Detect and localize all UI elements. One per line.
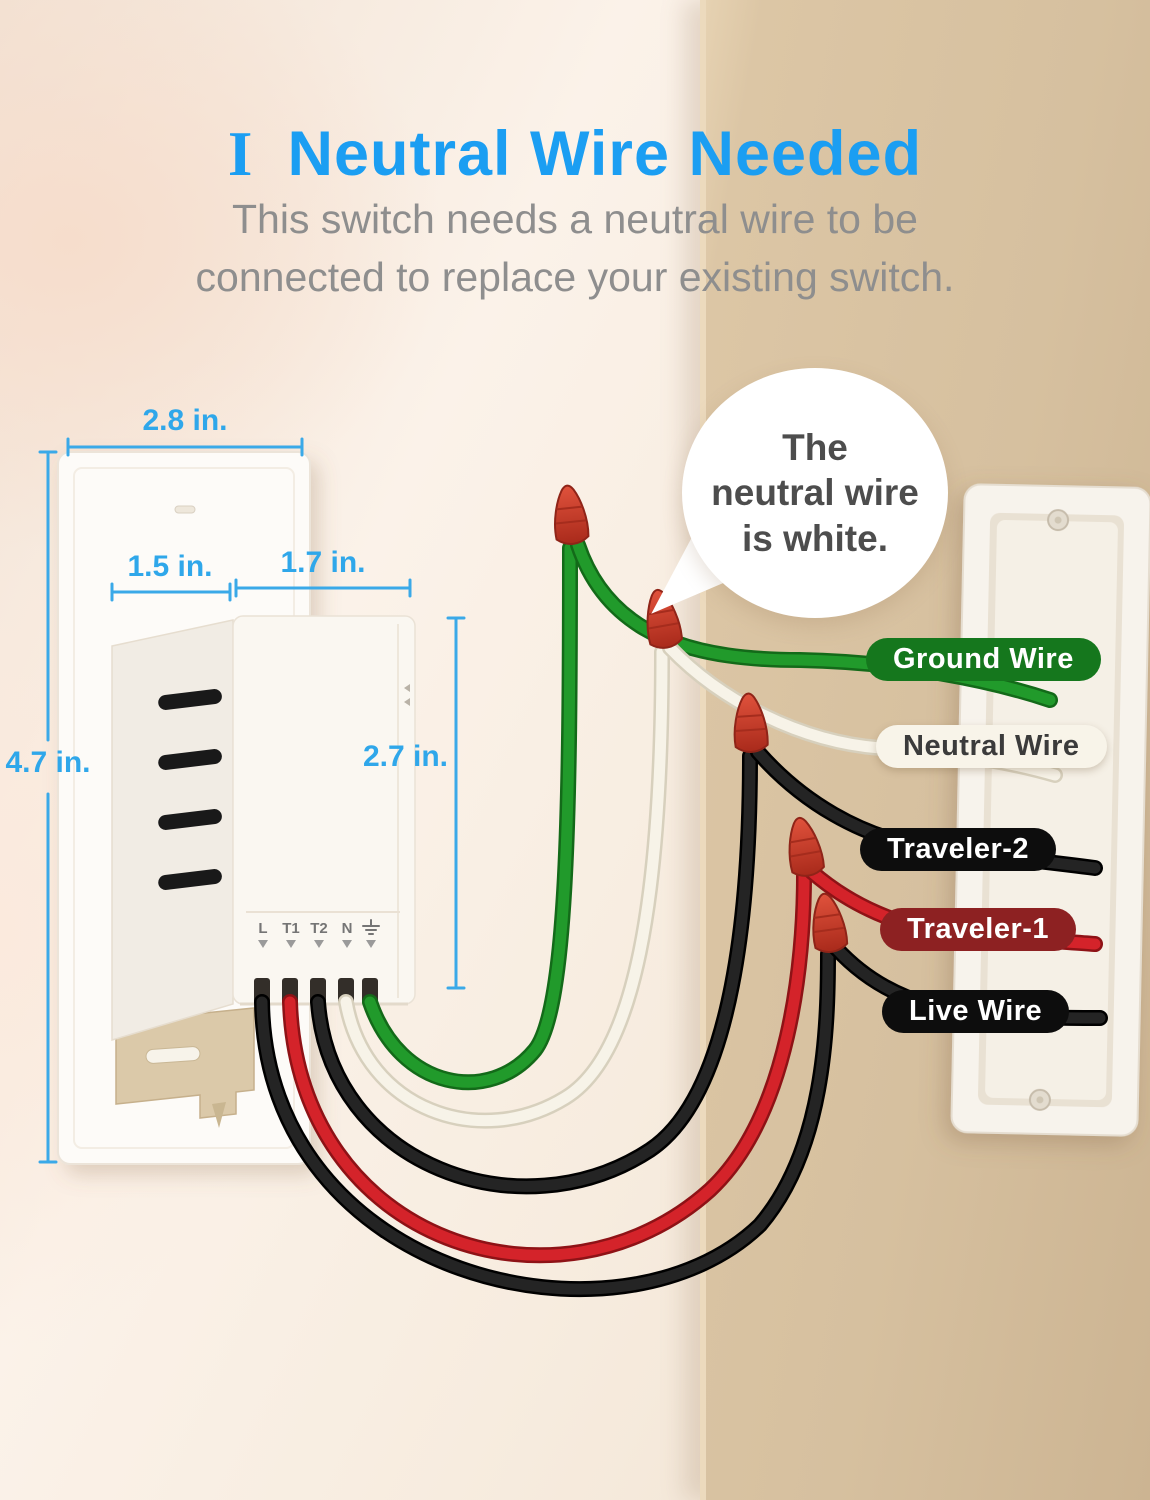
wire-nut-live — [806, 890, 850, 955]
wire-label-traveler2: Traveler-2 — [860, 828, 1057, 871]
switch-module: L T1 T2 N — [111, 615, 416, 1042]
section-marker: I — [227, 119, 254, 190]
wire-label-neutral: Neutral Wire — [876, 725, 1107, 768]
terminal-labels: L T1 T2 N — [258, 920, 352, 937]
dimension-plate-width: 2.8 in. — [142, 404, 228, 437]
wire-label-traveler1: Traveler-1 — [880, 908, 1077, 951]
wire-label-ground: Ground Wire — [866, 638, 1101, 681]
dimension-module-front-width: 1.7 in. — [280, 546, 366, 579]
wire-nuts — [549, 482, 850, 955]
subtitle-line-2: connected to replace your existing switc… — [195, 254, 955, 301]
plate-screw-slot — [174, 505, 196, 514]
mold-marks — [404, 684, 410, 692]
speech-bubble: The neutral wire is white. — [682, 368, 948, 618]
bubble-line-2: neutral wire — [711, 472, 919, 514]
vent-slots — [158, 689, 222, 890]
terminal-arrows — [258, 940, 376, 948]
wire-label-live: Live Wire — [882, 990, 1070, 1033]
wire-neutral — [346, 648, 1055, 1121]
mounting-bracket — [115, 1007, 255, 1128]
terminal-l: L — [258, 920, 267, 937]
module-side-face — [111, 619, 234, 1042]
page-title: I Neutral Wire Needed — [0, 118, 1150, 191]
dimension-module-side-width: 1.5 in. — [127, 550, 213, 583]
terminal-n: N — [342, 920, 353, 937]
wire-nut-neutral — [639, 586, 685, 652]
terminal-t1: T1 — [282, 920, 300, 937]
bubble-line-3: is white. — [742, 517, 888, 559]
dimension-plate-height: 4.7 in. — [5, 746, 91, 779]
wire-nut-traveler1 — [781, 814, 827, 880]
module-front-face — [232, 615, 416, 1005]
terminal-t2: T2 — [310, 920, 328, 937]
bubble-line-1: The — [782, 427, 848, 469]
ground-symbol-icon — [362, 919, 380, 935]
wire-nut-ground — [549, 482, 591, 547]
wire-nut-traveler2 — [730, 691, 770, 755]
subtitle-line-1: This switch needs a neutral wire to be — [232, 196, 918, 242]
page-title-text: Neutral Wire Needed — [287, 119, 923, 190]
page-subtitle: This switch needs a neutral wire to be c… — [0, 190, 1150, 306]
wall-box — [950, 483, 1150, 1137]
dimension-lines — [38, 437, 466, 1164]
dimension-module-front-height: 2.7 in. — [362, 740, 448, 773]
